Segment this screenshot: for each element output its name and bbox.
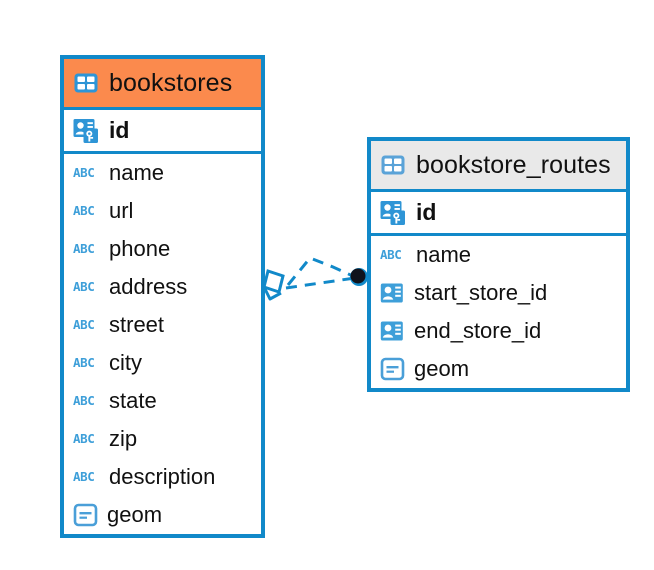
geometry-icon [73, 503, 98, 527]
entity-bookstore-routes[interactable]: bookstore_routes id [367, 137, 630, 392]
abc-text-icon: ABC [380, 246, 402, 262]
field-label: id [109, 117, 130, 143]
field-row-state[interactable]: ABC state [64, 382, 261, 420]
field-label: end_store_id [414, 318, 542, 343]
field-label: zip [109, 426, 138, 451]
table-icon [73, 72, 99, 94]
field-label: geom [107, 502, 163, 527]
field-row-phone[interactable]: ABC phone [64, 230, 261, 268]
rhombus-marker [262, 269, 285, 301]
abc-text-icon: ABC [73, 202, 95, 218]
relationship-line-upper [286, 256, 356, 286]
field-row-id[interactable]: id [64, 107, 261, 154]
field-row-description[interactable]: ABC description [64, 458, 261, 496]
field-row-zip[interactable]: ABC zip [64, 420, 261, 458]
abc-text-icon: ABC [73, 468, 95, 484]
field-label: state [109, 388, 157, 413]
geometry-icon [380, 357, 405, 381]
abc-text-icon: ABC [73, 354, 95, 370]
abc-text-icon: ABC [73, 392, 95, 408]
entity-bookstores[interactable]: bookstores id [60, 55, 265, 538]
field-row-name[interactable]: ABC name [64, 154, 261, 192]
field-row-address[interactable]: ABC address [64, 268, 261, 306]
field-label: name [416, 242, 472, 267]
table-icon [380, 154, 406, 176]
field-label: street [109, 312, 165, 337]
field-row-geom[interactable]: geom [64, 496, 261, 534]
abc-text-icon: ABC [73, 164, 95, 180]
field-label: phone [109, 236, 171, 261]
field-row-url[interactable]: ABC url [64, 192, 261, 230]
field-row-name[interactable]: ABC name [371, 236, 626, 274]
relationship-line-lower [285, 276, 356, 290]
field-label: url [109, 198, 134, 223]
foreign-key-icon [380, 320, 405, 342]
abc-text-icon: ABC [73, 316, 95, 332]
field-label: id [416, 199, 437, 225]
field-row-id[interactable]: id [371, 189, 626, 236]
entity-title: bookstores [109, 68, 233, 97]
field-label: city [109, 350, 142, 375]
field-label: start_store_id [414, 280, 548, 305]
entity-header-bookstores[interactable]: bookstores [64, 59, 261, 107]
field-label: name [109, 160, 165, 185]
primary-key-icon [380, 200, 407, 226]
field-label: geom [414, 356, 470, 381]
field-label: address [109, 274, 188, 299]
filled-circle-marker [350, 268, 368, 286]
abc-text-icon: ABC [73, 278, 95, 294]
entity-title: bookstore_routes [416, 150, 611, 179]
field-row-street[interactable]: ABC street [64, 306, 261, 344]
entity-header-bookstore-routes[interactable]: bookstore_routes [371, 141, 626, 189]
field-row-start-store-id[interactable]: start_store_id [371, 274, 626, 312]
abc-text-icon: ABC [73, 240, 95, 256]
field-row-city[interactable]: ABC city [64, 344, 261, 382]
field-row-geom[interactable]: geom [371, 350, 626, 388]
field-row-end-store-id[interactable]: end_store_id [371, 312, 626, 350]
field-label: description [109, 464, 216, 489]
primary-key-icon [73, 118, 100, 144]
abc-text-icon: ABC [73, 430, 95, 446]
foreign-key-icon [380, 282, 405, 304]
